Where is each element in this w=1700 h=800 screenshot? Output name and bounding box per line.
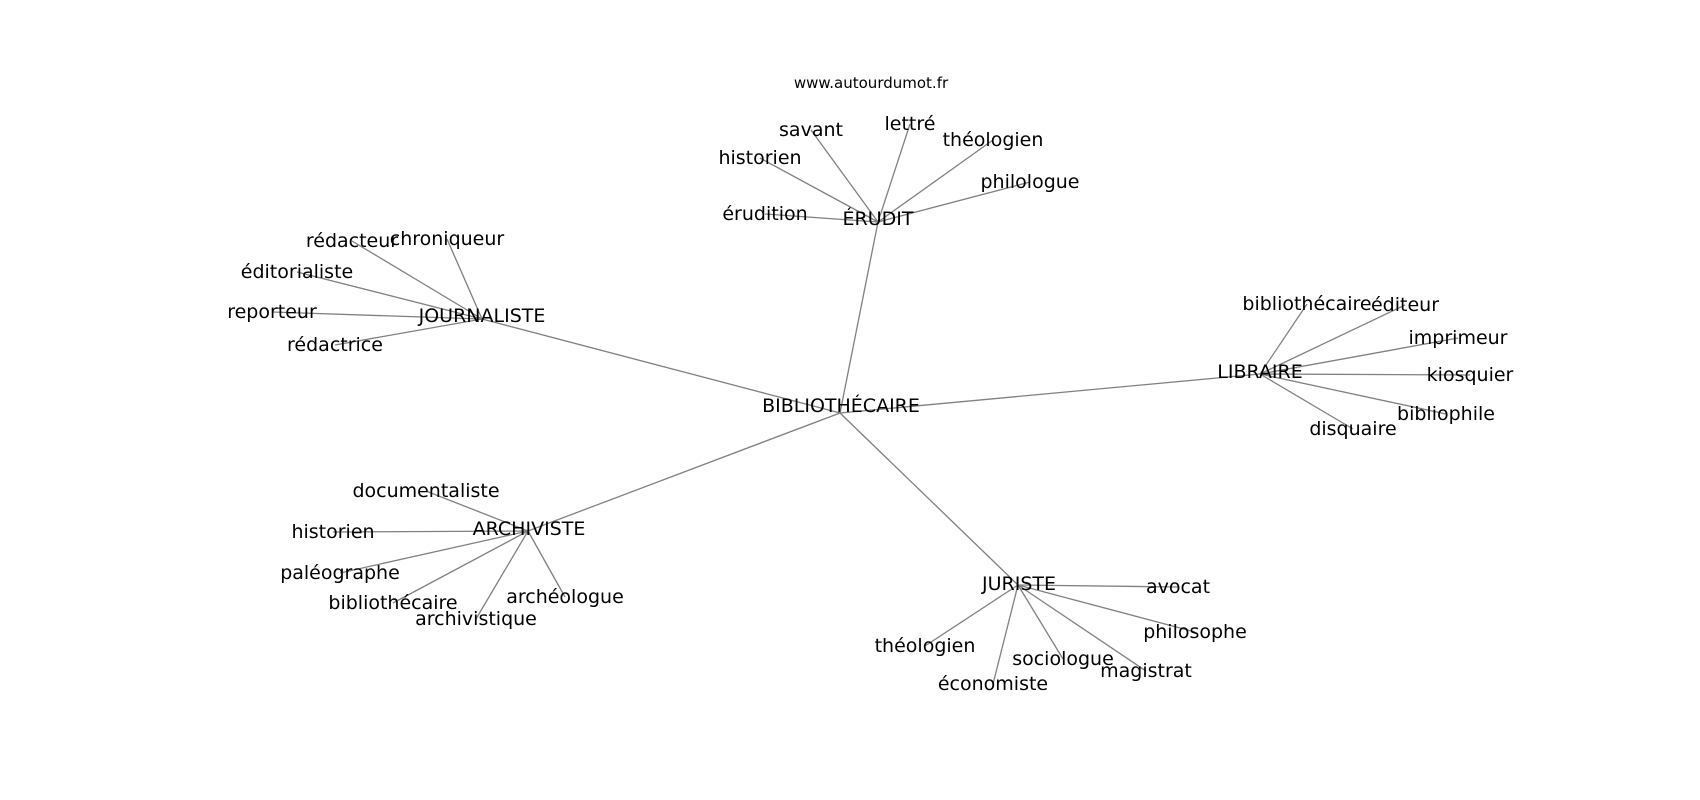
node-term-archiviste-5[interactable]: archivistique [415, 608, 537, 630]
edge-journaliste-4 [334, 318, 483, 346]
node-term-erudit-3[interactable]: historien [718, 147, 801, 169]
edge-juriste-5 [992, 584, 1019, 685]
edge-erudit-2 [877, 139, 994, 223]
node-cluster-libraire[interactable]: LIBRAIRE [1217, 361, 1302, 383]
edges-layer [271, 123, 1471, 685]
node-term-journaliste-2[interactable]: éditorialiste [241, 261, 353, 283]
node-term-journaliste-3[interactable]: reporteur [227, 301, 317, 323]
node-term-juriste-4[interactable]: magistrat [1100, 660, 1192, 682]
edge-erudit-5 [764, 213, 879, 223]
edge-libraire-1 [1259, 304, 1406, 375]
node-term-archiviste-1[interactable]: historien [291, 521, 374, 543]
node-term-erudit-1[interactable]: lettré [885, 113, 936, 135]
edge-erudit-0 [810, 129, 879, 223]
edge-archiviste-5 [475, 530, 529, 620]
node-term-juriste-5[interactable]: économiste [938, 673, 1048, 695]
node-term-juriste-3[interactable]: sociologue [1012, 648, 1114, 670]
node-term-journaliste-4[interactable]: rédactrice [287, 334, 383, 356]
node-term-libraire-5[interactable]: disquaire [1309, 418, 1396, 440]
edge-juriste-2 [924, 584, 1019, 647]
edge-erudit-1 [877, 123, 911, 223]
source-url: www.autourdumot.fr [794, 74, 949, 92]
labels-layer: www.autourdumot.fr BIBLIOTHÉCAIRE ÉRUDIT s… [227, 74, 1513, 695]
edge-journaliste-1 [446, 238, 483, 320]
edge-archiviste-2 [339, 530, 529, 574]
node-term-erudit-4[interactable]: philologue [981, 171, 1080, 193]
node-term-libraire-4[interactable]: bibliophile [1397, 403, 1495, 425]
edge-center-archiviste [527, 412, 841, 532]
edge-center-juriste [839, 412, 1019, 586]
edge-juriste-4 [1017, 584, 1147, 672]
node-term-archiviste-0[interactable]: documentaliste [352, 480, 499, 502]
node-term-erudit-2[interactable]: théologien [943, 129, 1044, 151]
node-term-archiviste-4[interactable]: archéologue [506, 586, 624, 608]
node-cluster-journaliste[interactable]: JOURNALISTE [418, 305, 546, 327]
edge-libraire-0 [1259, 303, 1308, 375]
node-term-juriste-2[interactable]: théologien [875, 635, 976, 657]
node-term-journaliste-0[interactable]: rédacteur [306, 230, 398, 252]
edge-archiviste-0 [425, 490, 529, 532]
node-term-erudit-5[interactable]: érudition [722, 203, 807, 225]
node-term-journaliste-1[interactable]: chroniqueur [390, 228, 505, 250]
edge-journaliste-0 [351, 240, 483, 320]
node-term-libraire-0[interactable]: bibliothécaire [1242, 293, 1371, 315]
edge-libraire-5 [1259, 373, 1354, 430]
node-term-archiviste-2[interactable]: paléographe [280, 562, 400, 584]
edge-center-journaliste [481, 318, 841, 414]
node-cluster-juriste[interactable]: JURISTE [981, 573, 1056, 595]
edge-libraire-4 [1259, 373, 1447, 415]
node-term-libraire-3[interactable]: kiosquier [1427, 364, 1514, 386]
node-term-juriste-1[interactable]: philosophe [1143, 621, 1247, 643]
node-term-libraire-2[interactable]: imprimeur [1409, 327, 1508, 349]
node-cluster-archiviste[interactable]: ARCHIVISTE [473, 518, 586, 540]
edge-libraire-2 [1259, 337, 1459, 375]
edge-juriste-3 [1017, 584, 1064, 660]
node-term-libraire-1[interactable]: éditeur [1371, 294, 1439, 316]
node-cluster-erudit[interactable]: ÉRUDIT [843, 207, 914, 230]
edge-erudit-4 [877, 181, 1031, 223]
edge-archiviste-1 [332, 530, 529, 533]
edge-erudit-3 [759, 157, 879, 223]
edge-archiviste-3 [392, 530, 529, 604]
node-term-erudit-0[interactable]: savant [779, 119, 843, 141]
edge-archiviste-4 [527, 530, 566, 598]
edge-journaliste-3 [271, 311, 483, 320]
node-term-archiviste-3[interactable]: bibliothécaire [328, 592, 457, 614]
node-term-juriste-0[interactable]: avocat [1146, 576, 1210, 598]
edge-journaliste-2 [296, 271, 483, 320]
node-center-bibliothecaire[interactable]: BIBLIOTHÉCAIRE [762, 394, 920, 417]
edge-libraire-3 [1259, 373, 1471, 376]
edge-juriste-1 [1017, 584, 1196, 633]
edge-center-libraire [839, 373, 1261, 414]
edge-juriste-0 [1017, 584, 1179, 588]
edge-center-erudit [839, 221, 879, 414]
